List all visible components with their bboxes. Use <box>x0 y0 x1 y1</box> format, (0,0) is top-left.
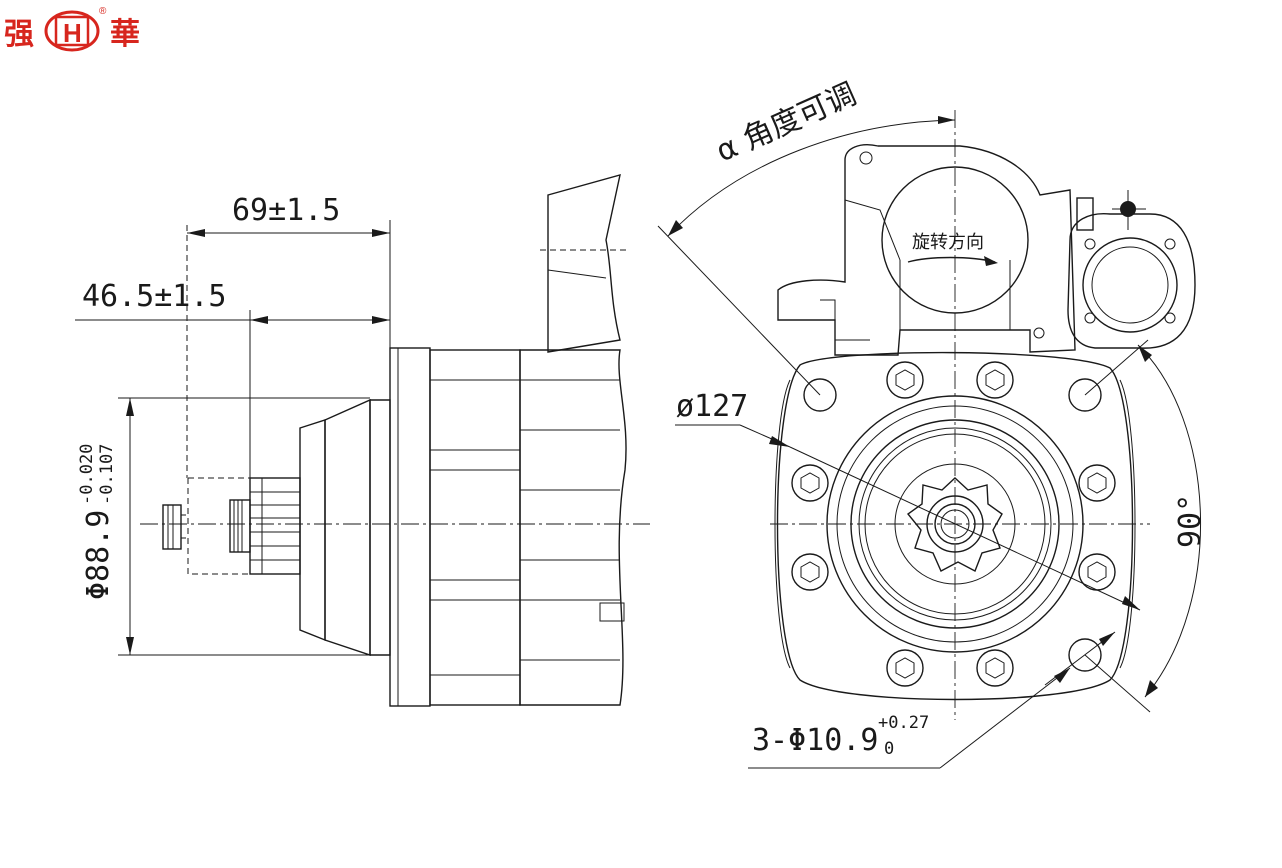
shaft-nut <box>229 499 251 553</box>
rotation-disc <box>881 166 1029 314</box>
pilot-circle <box>850 419 1060 629</box>
dim-angle-alpha: α 角度可调 <box>657 77 956 396</box>
brand-logo: 强 H ® 華 <box>4 6 140 52</box>
dim-pilot-tol-lower: -0.107 <box>97 444 117 505</box>
front-flange-outline <box>776 351 1134 701</box>
body-slot <box>599 602 625 622</box>
brand-emblem-letter: H <box>63 18 82 48</box>
dim-bolt-circle: ø127 <box>675 389 1141 611</box>
terminal-bracket <box>1067 213 1196 349</box>
engaged-pinion-outline <box>187 477 250 575</box>
mount-hole-2 <box>1068 378 1102 412</box>
nose-step-3 <box>299 419 326 642</box>
dim-flange-offset: 46.5±1.5 <box>75 279 390 478</box>
front-view: 旋转方向 α 角度可调 90° ø127 <box>657 77 1208 769</box>
dim-pilot-diameter: Φ88.9 -0.020 -0.107 <box>77 397 370 656</box>
brand-char-left: 强 <box>4 17 34 52</box>
bolt-circle <box>826 395 1084 653</box>
nose-step-2 <box>324 398 371 656</box>
brand-char-right: 華 <box>110 17 140 52</box>
angle-90-label: 90° <box>1173 494 1208 548</box>
rotation-direction-label: 旋转方向 <box>912 232 984 253</box>
registered-mark: ® <box>99 6 107 17</box>
front-pinion-gear <box>906 477 1003 572</box>
brand-emblem-icon: H <box>44 10 100 52</box>
dim-hole-spec: 3-Φ10.9 +0.27 0 <box>748 631 1116 769</box>
solenoid-housing <box>547 174 621 353</box>
hole-tol-upper: +0.27 <box>878 713 929 733</box>
terminal-nut <box>1076 197 1094 231</box>
terminal-ring <box>1082 237 1178 333</box>
dim-flange-offset-label: 46.5±1.5 <box>82 279 227 314</box>
motor-body <box>519 349 627 706</box>
side-view: 69±1.5 46.5±1.5 Φ88.9 -0.020 -0.107 <box>75 174 650 707</box>
dim-overall-length-label: 69±1.5 <box>232 193 340 228</box>
hole-tol-lower: 0 <box>884 739 894 759</box>
gear-housing <box>429 349 521 706</box>
mounting-flange <box>389 347 431 707</box>
bolt-circle-label: ø127 <box>676 389 748 424</box>
dim-pilot-tol-upper: -0.020 <box>77 444 97 505</box>
dim-angle-90: 90° <box>1084 339 1208 713</box>
mount-hole-1 <box>803 378 837 412</box>
hex-bolts <box>791 361 1116 687</box>
rotation-arrow-icon <box>907 256 996 263</box>
hole-spec-label: 3-Φ10.9 <box>752 723 878 758</box>
mount-hole-3 <box>1068 638 1102 672</box>
dim-pilot-diameter-label: Φ88.9 <box>81 510 116 600</box>
nose-step-1 <box>369 399 391 656</box>
solenoid-outline <box>777 144 1076 356</box>
dim-overall-length: 69±1.5 <box>186 193 391 478</box>
engaged-nut <box>162 504 182 550</box>
